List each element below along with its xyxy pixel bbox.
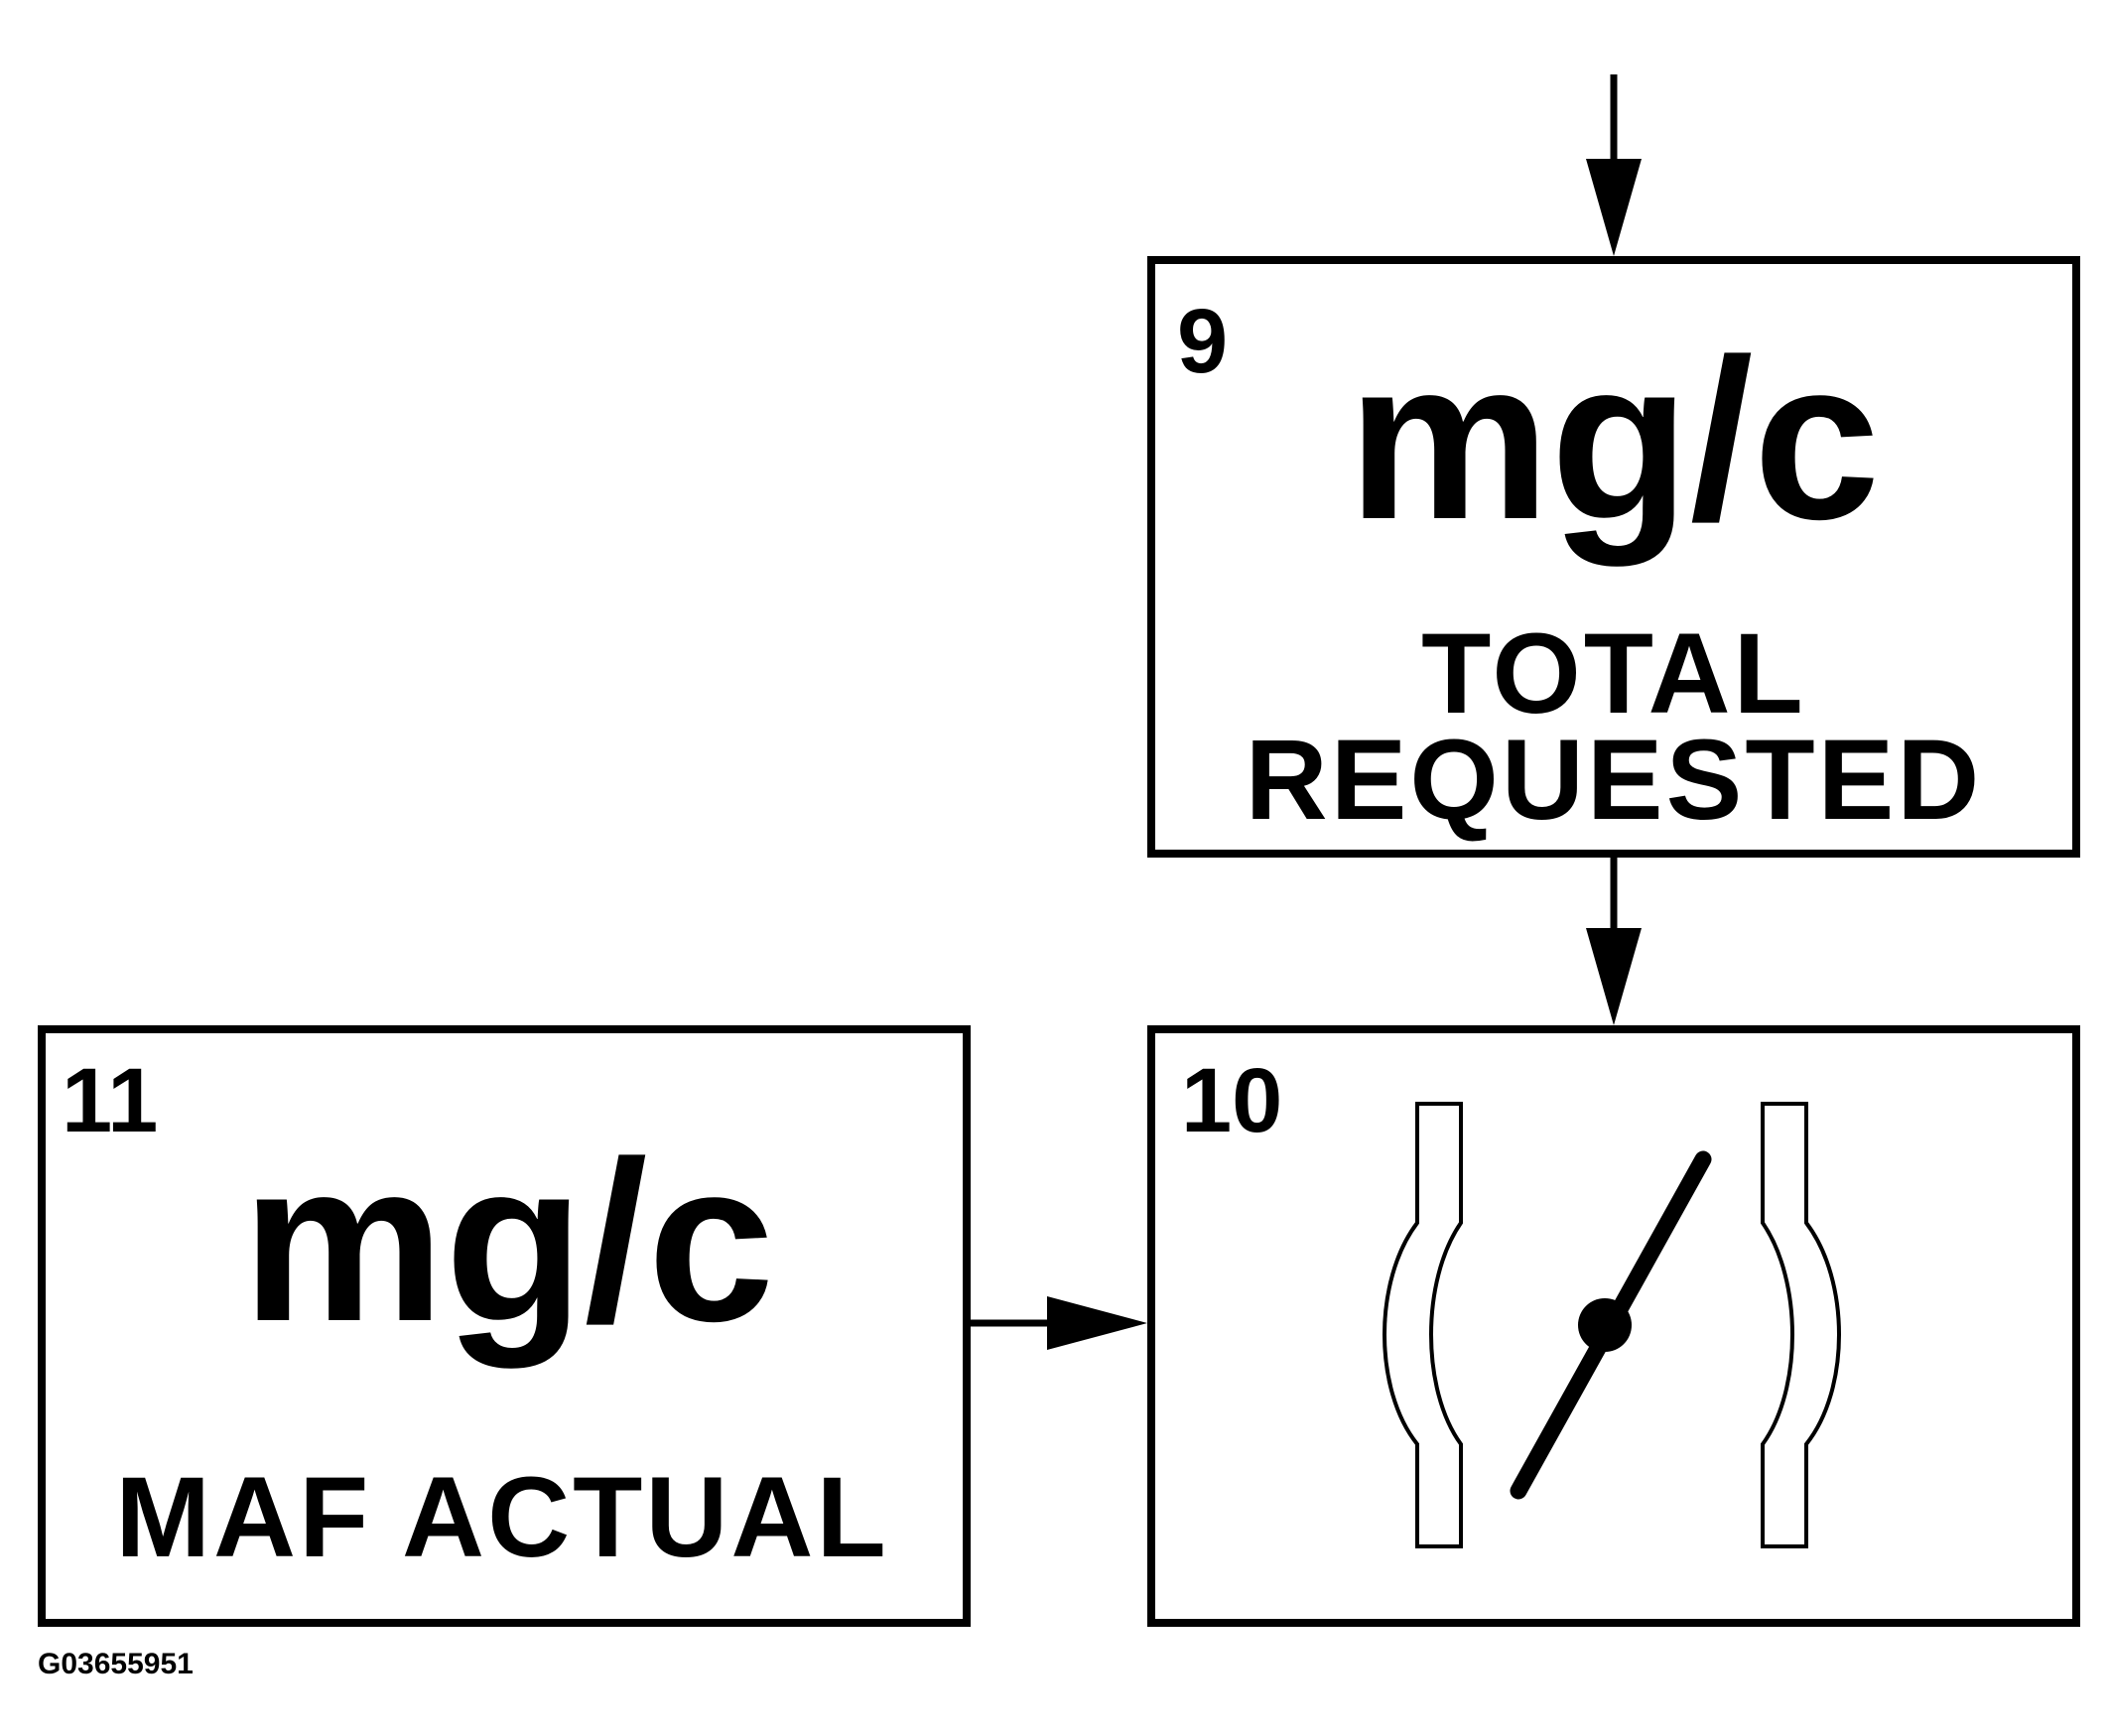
throttle-body-icon <box>1383 1102 1841 1548</box>
block-number: 9 <box>1177 291 1228 392</box>
arrow-11-to-10 <box>971 1296 1147 1350</box>
block-label-line2: REQUESTED <box>1246 717 1983 844</box>
unit-label: mg/c <box>1348 312 1881 567</box>
input-arrow <box>1586 74 1642 256</box>
figure-id: G03655951 <box>38 1648 194 1680</box>
block-label: MAF ACTUAL <box>115 1454 888 1581</box>
throttle-shaft <box>1578 1298 1632 1352</box>
unit-label: mg/c <box>242 1114 775 1369</box>
block-maf-actual: 11 mg/c MAF ACTUAL <box>38 1025 971 1627</box>
left-bore-wall <box>1383 1102 1463 1548</box>
block-total-requested: 9 mg/c TOTAL REQUESTED <box>1147 256 2080 858</box>
right-bore-wall <box>1761 1102 1841 1548</box>
arrow-9-to-10 <box>1586 858 1642 1025</box>
block-number: 10 <box>1181 1050 1282 1151</box>
block-label-line1: TOTAL <box>1421 610 1806 737</box>
block-number: 11 <box>62 1050 158 1151</box>
block-throttle: 10 <box>1147 1025 2080 1627</box>
